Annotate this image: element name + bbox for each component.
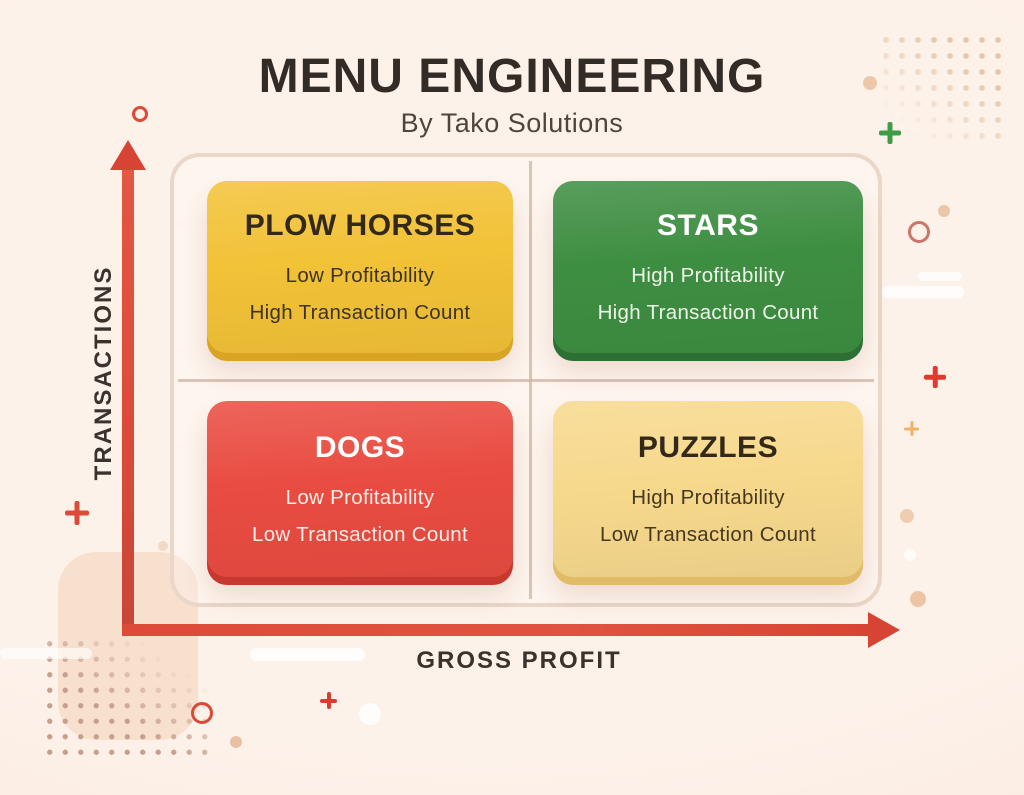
dot-decor [938,205,950,217]
dot-decor [910,591,926,607]
strip-decor [0,648,92,659]
quadrant-title: STARS [657,209,759,242]
dot-decor [230,736,242,748]
strip-decor [250,648,365,661]
y-axis-line [122,164,134,636]
dot-decor-white [359,703,381,725]
y-axis-arrowhead-icon [110,140,146,170]
quadrant-transaction-label: High Transaction Count [249,301,471,324]
quadrant-card-puzzles: PUZZLES High Profitability Low Transacti… [553,401,863,577]
y-axis-label: TRANSACTIONS [90,265,117,481]
page-title: MENU ENGINEERING [258,50,766,103]
x-axis-line [122,624,872,636]
plus-decor-red-right [924,366,946,388]
x-axis-arrowhead-icon [868,612,900,648]
ring-decor-right [908,221,930,243]
ring-decor-bottom-left [191,702,213,724]
quadrant-profitability-label: High Profitability [631,486,785,509]
dot-grid-decor-bottom-left [42,636,214,758]
quadrant-transaction-label: Low Transaction Count [252,523,468,546]
quadrant-card-plow-horses: PLOW HORSES Low Profitability High Trans… [207,181,513,353]
dot-decor [900,509,914,523]
matrix-horizontal-divider [178,379,874,382]
strip-decor [882,286,964,298]
quadrant-title: PLOW HORSES [244,209,476,242]
quadrant-transaction-label: High Transaction Count [597,301,819,324]
header: MENU ENGINEERING By Tako Solutions [0,50,1024,139]
quadrant-matrix: PLOW HORSES Low Profitability High Trans… [170,153,882,607]
quadrant-profitability-label: High Profitability [631,264,785,287]
dot-decor [158,541,168,551]
quadrant-profitability-label: Low Profitability [285,264,435,287]
plus-decor-red-bottom [320,692,337,709]
strip-decor [918,272,962,281]
x-axis-label: GROSS PROFIT [416,647,622,674]
page-subtitle: By Tako Solutions [400,108,624,139]
quadrant-title: PUZZLES [637,431,779,464]
quadrant-transaction-label: Low Transaction Count [600,523,816,546]
quadrant-title: DOGS [314,431,406,464]
sparkle-decor-orange [904,421,919,436]
quadrant-profitability-label: Low Profitability [285,486,435,509]
quadrant-card-dogs: DOGS Low Profitability Low Transaction C… [207,401,513,577]
dot-decor-white [904,549,916,561]
plus-decor-red-left [65,501,89,525]
quadrant-card-stars: STARS High Profitability High Transactio… [553,181,863,353]
